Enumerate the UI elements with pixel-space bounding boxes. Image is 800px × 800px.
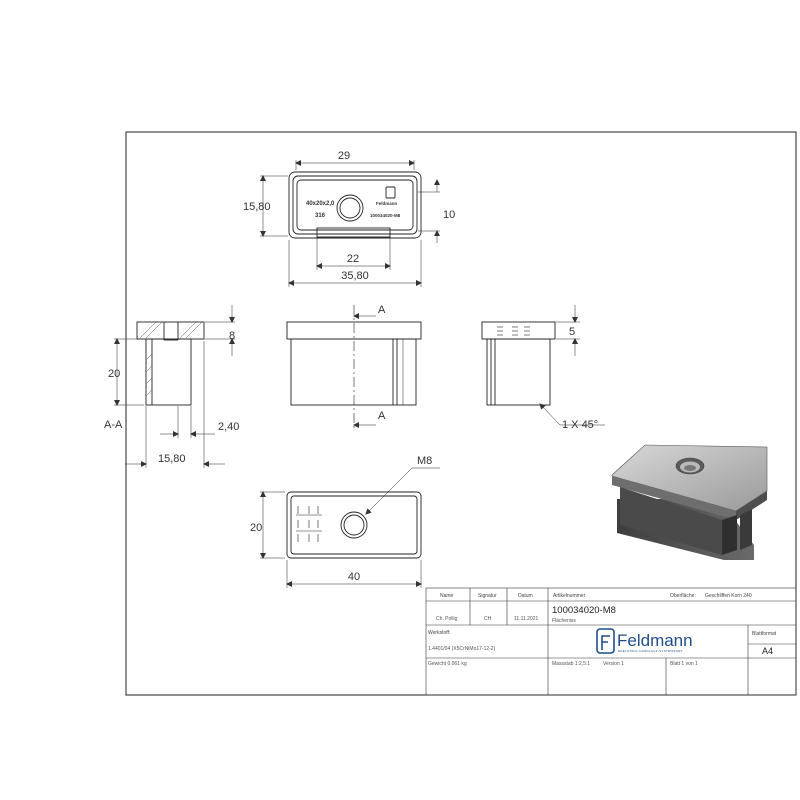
tb-material-label: Werkstoff: xyxy=(428,630,450,636)
cut-label-bottom: A xyxy=(378,410,386,422)
front-view xyxy=(286,305,422,430)
logo-wordmark: Feldmann xyxy=(617,631,693,650)
section-view xyxy=(114,305,235,468)
dim-35-80: 35,80 xyxy=(341,270,369,282)
engraving-material: 316 xyxy=(315,213,326,219)
tb-drawn-by: Ch. Pollig xyxy=(436,616,458,622)
feldmann-logo: Feldmann EDELSTAHL-HANDLAUF-SYSTEMSORT xyxy=(596,628,693,654)
tb-scale: Massstab 1:2,5:1 xyxy=(552,661,590,667)
dim-20-bottom: 20 xyxy=(250,522,262,534)
tb-signature: CH xyxy=(484,616,492,622)
engraving-code: 100034020-M8 xyxy=(370,213,401,218)
tb-free-field: Flächeniss xyxy=(552,618,576,624)
tb-weight: Gewicht 0.061 kg xyxy=(428,661,467,667)
tb-format-value: A4 xyxy=(762,646,773,656)
cut-label-top: A xyxy=(378,304,386,316)
section-label: A-A xyxy=(104,419,123,431)
tb-date: 11.11.2021 xyxy=(514,616,539,622)
engraving-brand: Feldmann xyxy=(376,201,398,206)
isometric-3d-view xyxy=(611,444,768,560)
dim-29: 29 xyxy=(338,150,350,162)
dim-22: 22 xyxy=(347,253,359,265)
dim-8: 8 xyxy=(229,330,235,342)
tb-material-value: 1.4401/04 (X5CrNiMo17-12-2) xyxy=(428,646,496,652)
tb-header-name: Name xyxy=(440,593,454,599)
dim-10: 10 xyxy=(443,209,455,221)
dim-20-section: 20 xyxy=(108,368,120,380)
tb-version: Version 1 xyxy=(603,661,624,667)
dim-15-80-top: 15,80 xyxy=(243,201,271,213)
chamfer-label: 1 X 45° xyxy=(562,419,598,431)
dim-40: 40 xyxy=(348,571,360,583)
bottom-view xyxy=(260,467,440,588)
dim-5: 5 xyxy=(569,326,575,338)
tb-article-number: 100034020-M8 xyxy=(552,605,616,616)
logo-slogan: EDELSTAHL-HANDLAUF-SYSTEMSORT xyxy=(618,649,683,653)
tb-header-surface: Oberfläche: xyxy=(670,593,696,599)
engraving-size: 40x20x2,0 xyxy=(306,201,335,207)
tb-header-signature: Signatur xyxy=(478,593,497,599)
tb-header-date: Datum xyxy=(518,593,533,599)
tb-header-article-no: Artikelnummer xyxy=(553,593,586,599)
thread-label: M8 xyxy=(417,455,432,467)
dim-2-40: 2,40 xyxy=(218,421,239,433)
top-view xyxy=(260,160,440,287)
tb-surface-value: Geschliffen Korn 240 xyxy=(705,593,752,599)
side-view xyxy=(481,305,605,426)
tb-sheet: Blatt 1 von 1 xyxy=(670,661,698,667)
title-block xyxy=(425,587,797,696)
sheet-border xyxy=(125,131,797,696)
tb-format-label: Blattformat xyxy=(752,631,777,637)
dim-15-80-section: 15,80 xyxy=(158,453,186,465)
